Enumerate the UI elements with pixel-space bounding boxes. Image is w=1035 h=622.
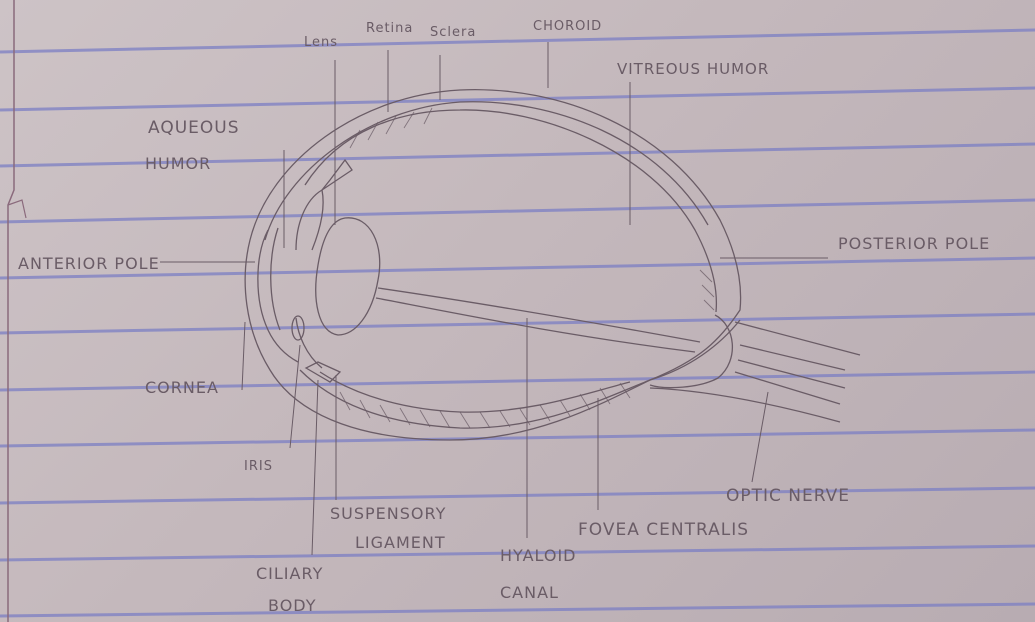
- label-suspensory-line1: SUSPENSORY: [330, 506, 446, 522]
- iris-upper: [296, 190, 323, 250]
- label-iris: IRIS: [244, 460, 273, 473]
- label-suspensory-line2: LIGAMENT: [355, 535, 446, 551]
- label-anterior-pole: ANTERIOR POLE: [18, 256, 160, 272]
- ciliary-lower: [306, 362, 340, 382]
- label-cornea: CORNEA: [145, 380, 219, 396]
- label-fovea-centralis: FOVEA CENTRALIS: [578, 522, 749, 539]
- label-sclera: Sclera: [430, 26, 476, 39]
- label-choroid: CHOROID: [533, 20, 602, 33]
- ciliary-upper: [322, 160, 352, 190]
- label-lens: Lens: [304, 36, 338, 49]
- label-ciliary-line1: CILIARY: [256, 566, 323, 582]
- leader-lines: [160, 42, 828, 555]
- cornea-inner: [271, 228, 280, 330]
- lower-choroid: [300, 320, 740, 428]
- optic-nerve-top: [735, 322, 860, 355]
- label-vitreous-humor: VITREOUS HUMOR: [617, 62, 769, 77]
- label-ciliary-line2: BODY: [268, 598, 317, 614]
- label-hyaloid-line2: CANAL: [500, 585, 559, 601]
- cornea-outline: [258, 230, 298, 362]
- label-aqueous-line2: HUMOR: [145, 156, 211, 172]
- label-aqueous-line1: AQUEOUS: [148, 120, 240, 137]
- label-retina: Retina: [366, 22, 413, 35]
- iris-lower: [296, 318, 322, 368]
- margin-line: [8, 0, 14, 622]
- lens-outline: [316, 218, 380, 335]
- margin-corner: [8, 200, 26, 218]
- choroid-outline: [265, 102, 708, 240]
- label-posterior-pole: POSTERIOR POLE: [838, 236, 990, 252]
- optic-nerve-bottom: [650, 388, 840, 422]
- label-hyaloid-line1: HYALOID: [500, 548, 576, 564]
- label-optic-nerve: OPTIC NERVE: [726, 488, 850, 505]
